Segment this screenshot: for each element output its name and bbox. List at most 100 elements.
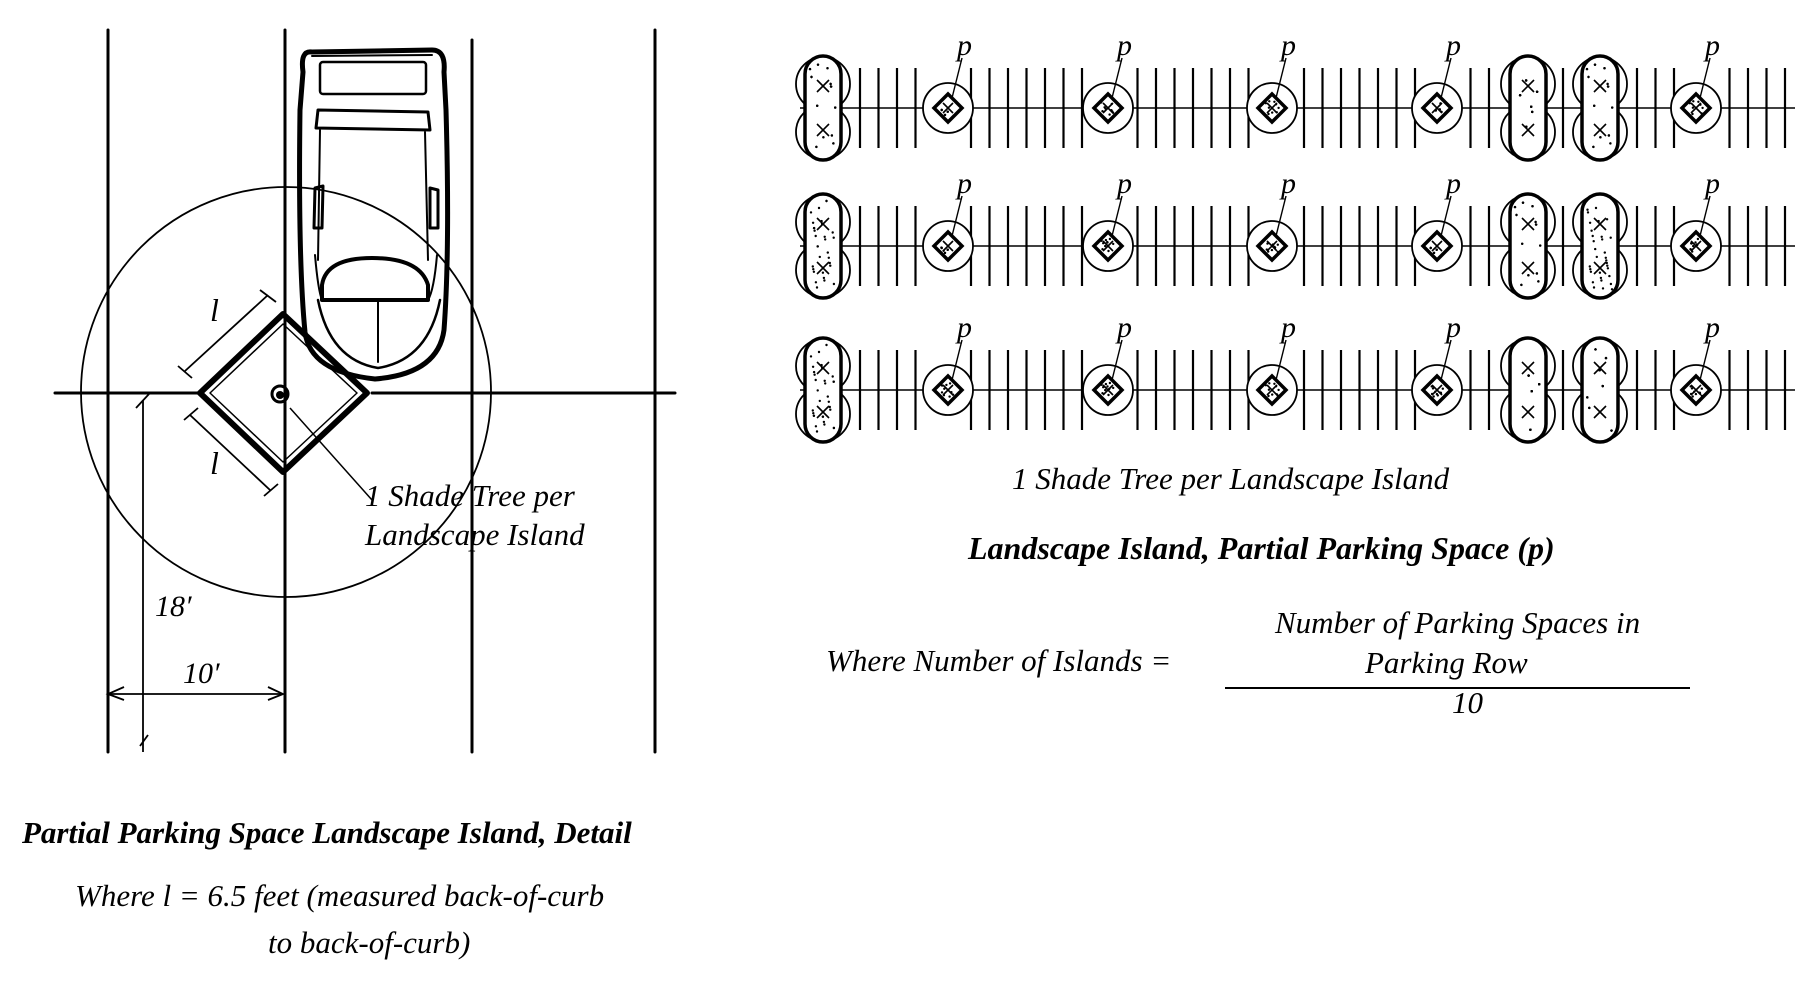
planting-dot [1586,211,1590,214]
planting-dot [1103,106,1106,109]
planting-dot [832,380,835,383]
planting-dot [824,238,827,241]
diamond-island: p [1411,29,1463,134]
planting-dot [816,63,820,66]
planting-dot [1534,223,1538,226]
planting-dot [1591,234,1594,238]
planting-dot [1270,248,1274,252]
planting-dot [822,136,825,139]
planting-dot [1598,271,1602,274]
planting-dot [1267,388,1271,391]
p-label: p [1444,167,1461,200]
p-label: p [1115,29,1132,62]
diamond-island: p [1246,167,1298,272]
dimension-10ft-label: 10′ [183,657,220,690]
tree-mark [1102,384,1114,396]
planting-dot [1104,382,1108,386]
planting-dot [1588,221,1592,224]
planting-dot [1606,267,1610,270]
planting-dot [1589,268,1592,271]
planting-dot [1691,106,1695,109]
planting-dot [1268,100,1271,103]
planting-dot [1267,106,1271,109]
planting-dot [1435,248,1438,251]
planting-dot [823,379,826,382]
tree-mark [1266,102,1278,114]
planting-dot [1593,104,1596,108]
planting-dot [829,85,833,88]
diamond-island: p [1411,311,1463,416]
planting-dot [1267,112,1270,116]
planting-dot [826,67,829,70]
planting-dot [940,383,943,386]
planting-dot [1691,112,1694,116]
planting-dot [1531,110,1534,114]
planting-dot [1606,85,1610,88]
planting-dot [1692,244,1695,248]
planting-dot [1106,241,1109,244]
planting-dot [1429,246,1432,250]
planting-dot [1592,145,1595,149]
tree-mark [1266,240,1278,252]
planting-dot [814,234,817,238]
end-island [1572,336,1628,444]
planting-dot [1538,383,1541,386]
planting-dot [818,255,821,259]
planting-dot [830,134,834,137]
planting-dot [832,236,835,239]
planting-dot [812,370,816,374]
detail-note-line2: to back-of-curb) [268,925,471,960]
tree-mark [1521,79,1535,93]
tree-mark [1690,240,1702,252]
planting-dot [826,395,829,398]
tree-mark [1593,361,1607,375]
planting-dot [1108,381,1112,385]
planting-dot [1603,67,1606,70]
p-label: p [1279,29,1296,62]
end-island [1572,192,1628,300]
p-leader [1699,57,1711,99]
planting-dot [829,82,832,86]
planting-dot [948,382,952,385]
planting-dot [1592,240,1595,243]
planting-dot [1535,272,1539,275]
diamond-island: p [1082,29,1134,134]
planting-dot [1588,406,1591,410]
planting-dot [1588,265,1592,268]
dimension-l-lower [183,407,279,497]
diamond-island: p [922,167,974,272]
tree-mark [942,102,954,114]
planting-dot [1687,100,1691,104]
end-island [795,54,851,162]
planting-dot [816,389,819,392]
planting-dot [953,99,956,103]
p-leader [951,339,963,381]
planting-dot [811,365,815,368]
tree-mark [1102,240,1114,252]
planting-dot [1590,229,1593,232]
planting-dot [818,399,821,403]
planting-dot [808,67,812,71]
planting-dot [814,281,818,284]
p-label: p [955,311,972,344]
tree-mark [816,405,830,419]
planting-dot [816,245,819,248]
diamond-island: p [1082,311,1134,416]
tree-mark [1593,405,1607,419]
planting-dot [1589,270,1593,273]
planting-dot [1591,281,1595,284]
tree-canopy-circle [80,186,492,598]
planting-dot [946,248,949,251]
planting-dot [1700,394,1704,398]
tree-mark [1593,79,1607,93]
tree-mark [1593,123,1607,137]
planting-dot [1515,213,1518,217]
p-label: p [1279,167,1296,200]
diamond-island: p [1670,29,1722,134]
tree-mark [1102,102,1114,114]
p-leader [951,57,963,99]
planting-dot [832,426,836,430]
planting-dot [1701,106,1704,110]
planting-dot [817,206,821,210]
tree-mark [1521,261,1535,275]
